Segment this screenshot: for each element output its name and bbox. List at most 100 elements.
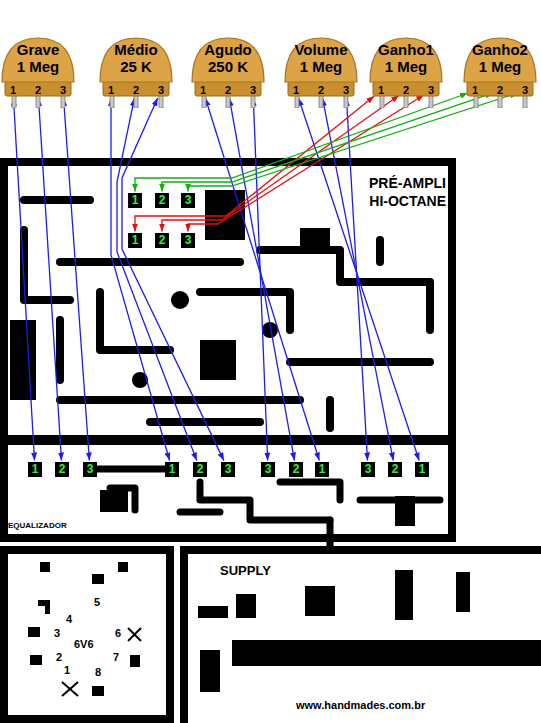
board-title: PRÉ-AMPLI HI-OCTANE <box>360 174 446 210</box>
pin-number: 2 <box>494 84 506 97</box>
unused-pin-mark <box>62 628 141 696</box>
pot-value: 1 Meg <box>1 58 75 75</box>
pin-number: 3 <box>155 84 167 97</box>
solder-pad: 2 <box>155 233 169 248</box>
wire <box>298 98 419 461</box>
solder-pad: 2 <box>388 462 402 477</box>
solder-pad: 3 <box>361 462 375 477</box>
board-name: SUPPLY <box>220 563 271 579</box>
pot-pin: 2 <box>400 84 412 97</box>
socket-board <box>4 550 170 719</box>
pad-number: 3 <box>225 462 232 477</box>
potentiometer: Grave1 Meg 123 <box>1 36 75 108</box>
pad-number: 1 <box>132 233 139 248</box>
wire <box>229 98 294 461</box>
solder-pad: 1 <box>128 193 142 208</box>
pot-name: Ganho2 <box>463 41 537 58</box>
solder-pad: 3 <box>221 462 235 477</box>
wire <box>111 98 170 461</box>
pin-number: 1 <box>290 84 302 97</box>
solder-pad: 3 <box>181 233 195 248</box>
copper-pads <box>10 190 330 400</box>
pad-number: 1 <box>32 462 39 477</box>
solder-pad: 1 <box>415 462 429 477</box>
pin-number: 6 <box>115 626 121 640</box>
solder-pad: 2 <box>193 462 207 477</box>
solder-pad: 3 <box>181 193 195 208</box>
solder-pad: 3 <box>83 462 97 477</box>
wire <box>135 96 374 232</box>
wire-group <box>13 93 518 461</box>
pot-value: 1 Meg <box>284 58 358 75</box>
pin-number: 1 <box>105 84 117 97</box>
wire <box>64 98 90 461</box>
supply-board <box>184 550 541 723</box>
pin-number: 3 <box>54 626 60 640</box>
wire <box>38 98 61 461</box>
pad-number: 3 <box>185 233 192 248</box>
pad-number: 2 <box>293 462 300 477</box>
pot-pin: 3 <box>519 84 531 97</box>
pot-name: Agudo <box>191 41 265 58</box>
wire <box>13 98 34 461</box>
equalizer-board <box>97 469 440 548</box>
solder-pad: 2 <box>155 193 169 208</box>
potentiometer: Ganho21 Meg 123 <box>463 36 537 108</box>
pot-pin: 1 <box>469 84 481 97</box>
pot-dome <box>464 38 536 82</box>
pin-number: 1 <box>197 84 209 97</box>
pin-number: 1 <box>375 84 387 97</box>
wire <box>122 98 224 461</box>
pot-value: 1 Meg <box>463 58 537 75</box>
wire <box>117 98 197 461</box>
potentiometer: Ganho11 Meg123 <box>369 36 443 108</box>
pot-value: 250 K <box>191 58 265 75</box>
pad-number: 1 <box>169 462 176 477</box>
pad-number: 2 <box>392 462 399 477</box>
pot-value: 1 Meg <box>369 58 443 75</box>
pot-dome <box>285 38 357 82</box>
pin-number: 8 <box>95 665 101 679</box>
pot-pin: 1 <box>375 84 387 97</box>
pad-number: 3 <box>365 462 372 477</box>
wire <box>188 93 518 192</box>
pin-number: 2 <box>32 84 44 97</box>
pot-pin: 3 <box>155 84 167 97</box>
pot-pin: 2 <box>494 84 506 97</box>
solder-pad: 3 <box>261 462 275 477</box>
pad-number: 3 <box>265 462 272 477</box>
pad-number: 2 <box>159 233 166 248</box>
pin-number: 2 <box>56 650 62 664</box>
pad-number: 2 <box>197 462 204 477</box>
wire <box>162 95 399 231</box>
pin-number: 3 <box>57 84 69 97</box>
pot-name: Médio <box>99 41 173 58</box>
solder-pad: 1 <box>165 462 179 477</box>
board-name: EQUALIZADOR <box>8 521 67 531</box>
pin-number: 1 <box>64 663 70 677</box>
pot-name: Grave <box>1 41 75 58</box>
pot-pin: 2 <box>315 84 327 97</box>
pot-pin: 3 <box>247 84 259 97</box>
tube-name: 6V6 <box>74 637 94 651</box>
potentiometer: Médio25 K123 <box>99 36 173 108</box>
pin-number: 2 <box>315 84 327 97</box>
pot-value: 25 K <box>99 58 173 75</box>
solder-pad: 1 <box>128 233 142 248</box>
pin-number: 3 <box>247 84 259 97</box>
pot-dome <box>192 38 264 82</box>
wire <box>253 98 267 461</box>
solder-pad: 1 <box>28 462 42 477</box>
potentiometer: Agudo250 K123 <box>191 36 265 108</box>
pad-number: 1 <box>319 462 326 477</box>
solder-pad: 1 <box>315 462 329 477</box>
pot-pin: 1 <box>290 84 302 97</box>
pot-pin: 1 <box>7 84 19 97</box>
solder-pad: 2 <box>289 462 303 477</box>
pin-number: 3 <box>519 84 531 97</box>
potentiometer: Volume1 Meg123 <box>284 36 358 108</box>
pad-number: 2 <box>159 193 166 208</box>
pad-number: 1 <box>419 462 426 477</box>
